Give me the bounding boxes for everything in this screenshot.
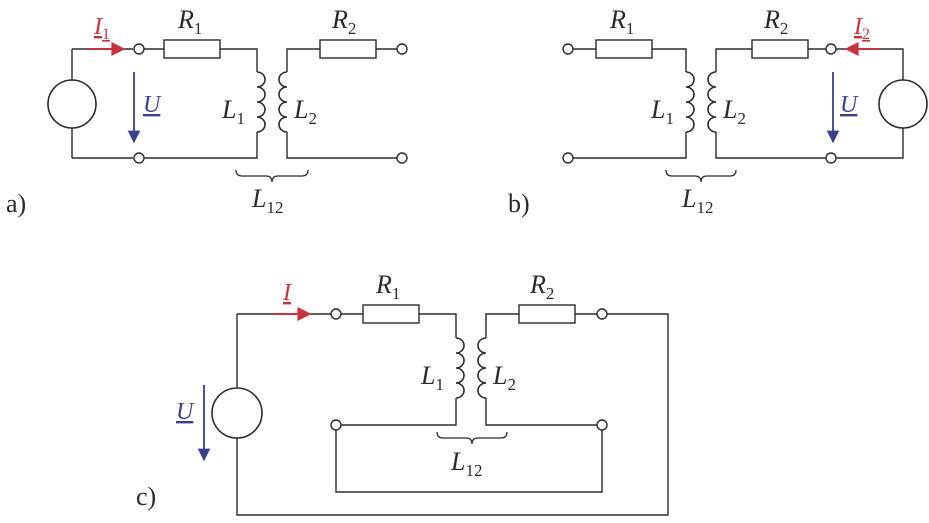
panel-b-current-label: I2 xyxy=(853,14,870,43)
panel-c-l2-label: L2 xyxy=(492,361,516,394)
panel-c-terminal-top-right xyxy=(596,308,608,320)
panel-a-l12-label: L12 xyxy=(251,184,283,217)
panel-a-r2-label: R2 xyxy=(331,5,356,38)
panel-c-coil-l1 xyxy=(455,337,465,399)
panel-a-terminal-top-left xyxy=(133,43,145,55)
panel-a-tag: a) xyxy=(6,189,26,218)
panel-b-primary-wires xyxy=(573,48,687,159)
panel-b-coil-l1 xyxy=(685,71,695,133)
panel-c-terminal-bottom-left xyxy=(330,419,342,431)
panel-c-bridge-wire xyxy=(335,430,603,493)
panel-a-current-label: I1 xyxy=(93,14,110,43)
panel-c-r1-label: R1 xyxy=(375,270,400,303)
panel-a-terminal-bottom-left xyxy=(133,152,145,164)
panel-a-l2-label: L2 xyxy=(293,95,317,128)
panel-c-tag: c) xyxy=(136,482,156,511)
panel-a-terminal-bottom-right xyxy=(396,152,408,164)
panel-a-secondary-wires xyxy=(286,48,397,159)
panel-b-terminal-bottom-right xyxy=(825,152,837,164)
panel-a-resistor-r2 xyxy=(319,39,377,59)
panel-a-voltage-label: U xyxy=(143,92,162,118)
panel-b-l1-label: L1 xyxy=(650,95,674,128)
panel-a-primary-wires xyxy=(144,48,258,159)
panel-b-terminal-bottom-left xyxy=(562,152,574,164)
panel-a: I1 U R1 R2 L1 L2 L12 a) xyxy=(6,5,408,218)
panel-a-voltage-source xyxy=(47,79,97,129)
panel-c-resistor-r2 xyxy=(518,304,576,324)
panel-b-l2-label: L2 xyxy=(722,95,746,128)
panel-c-terminal-top-left xyxy=(330,308,342,320)
panel-b: I2 U R1 R2 L1 L2 L12 b) xyxy=(508,5,928,218)
panel-c-mutual-brace xyxy=(436,431,508,445)
panel-a-coil-l2 xyxy=(278,71,288,133)
panel-c-coil-l2 xyxy=(477,337,487,399)
panel-a-mutual-brace xyxy=(235,169,309,183)
panel-c-outer-loop xyxy=(236,313,669,516)
panel-b-r2-label: R2 xyxy=(763,5,788,38)
panel-a-resistor-r1 xyxy=(163,39,221,59)
panel-c-voltage-source xyxy=(211,387,263,439)
panel-a-terminal-top-right xyxy=(396,43,408,55)
panel-b-l12-label: L12 xyxy=(681,184,713,217)
panel-c-resistor-r1 xyxy=(362,304,420,324)
panel-b-resistor-r1 xyxy=(595,39,653,59)
panel-a-coil-l1 xyxy=(256,71,266,133)
panel-c-voltage-label: U xyxy=(176,399,195,425)
panel-a-r1-label: R1 xyxy=(177,5,202,38)
panel-b-voltage-source xyxy=(878,79,928,129)
panel-b-terminal-top-right xyxy=(825,43,837,55)
panel-c: I U R1 R2 L1 L2 L12 c) xyxy=(136,270,669,516)
panel-c-l1-label: L1 xyxy=(420,361,444,394)
panel-c-r2-label: R2 xyxy=(529,270,554,303)
panel-c-current-label: I xyxy=(282,280,292,306)
panel-b-voltage-label: U xyxy=(840,92,859,118)
panel-b-tag: b) xyxy=(508,189,530,218)
panel-b-resistor-r2 xyxy=(751,39,809,59)
panel-b-secondary-wires xyxy=(715,48,826,159)
panel-c-primary-wires xyxy=(341,313,457,426)
panel-b-terminal-top-left xyxy=(562,43,574,55)
panel-a-l1-label: L1 xyxy=(221,95,245,128)
panel-c-l12-label: L12 xyxy=(450,447,482,480)
panel-c-secondary-wires xyxy=(485,313,597,426)
panel-b-mutual-brace xyxy=(665,169,737,183)
panel-b-coil-l2 xyxy=(707,71,717,133)
panel-b-r1-label: R1 xyxy=(609,5,634,38)
panel-c-terminal-bottom-right xyxy=(596,419,608,431)
